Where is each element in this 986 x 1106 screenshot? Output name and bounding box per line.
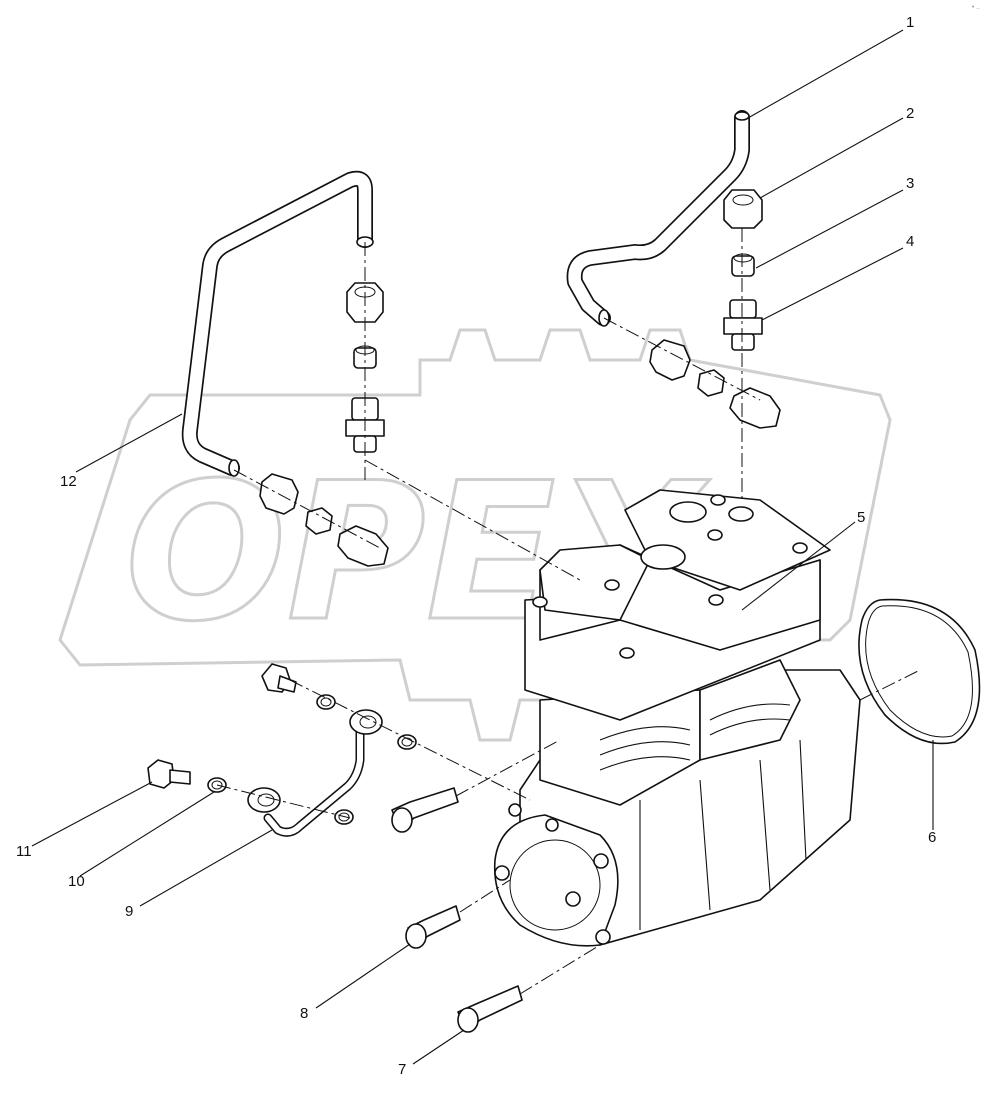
callout-10: 10 (68, 873, 85, 890)
compressor-assembly-5 (493, 489, 861, 947)
assembly-center-lines (216, 228, 921, 995)
callout-7: 7 (398, 1061, 406, 1078)
callout-9: 9 (125, 903, 133, 920)
pipe-right-1 (566, 110, 750, 327)
left-lower-union (337, 525, 389, 567)
part-2-nut (723, 189, 763, 229)
callout-12: 12 (60, 473, 77, 490)
callout-numbers: 1 2 3 4 5 6 7 8 9 10 11 12 (16, 14, 936, 1078)
leader-lines (31, 29, 934, 1065)
corner-mark: • .. (971, 4, 980, 11)
bolt-11 (147, 759, 191, 789)
banjo-bolt-upper (261, 663, 297, 693)
callout-3: 3 (906, 175, 914, 192)
callout-1: 1 (906, 14, 914, 31)
callout-4: 4 (906, 233, 914, 250)
right-lower-union (729, 387, 781, 429)
oil-pipe-9 (247, 709, 383, 837)
callout-11: 11 (16, 843, 32, 860)
socket-screw-upper (391, 787, 459, 833)
o-ring-6 (858, 598, 981, 745)
callout-2: 2 (906, 105, 914, 122)
part-4-union (723, 299, 763, 351)
part-3-sleeve (731, 253, 755, 277)
callout-6: 6 (928, 829, 936, 846)
right-lower-nut (649, 339, 691, 381)
callout-8: 8 (300, 1005, 308, 1022)
washers (207, 694, 417, 825)
pipe-left-12 (181, 170, 374, 477)
callout-5: 5 (857, 509, 865, 526)
right-lower-sleeve (697, 369, 725, 397)
left-lower-sleeve (305, 507, 333, 535)
watermark-gear-outline (58, 328, 892, 742)
socket-screw-7 (457, 985, 523, 1033)
socket-screw-8 (405, 905, 461, 949)
